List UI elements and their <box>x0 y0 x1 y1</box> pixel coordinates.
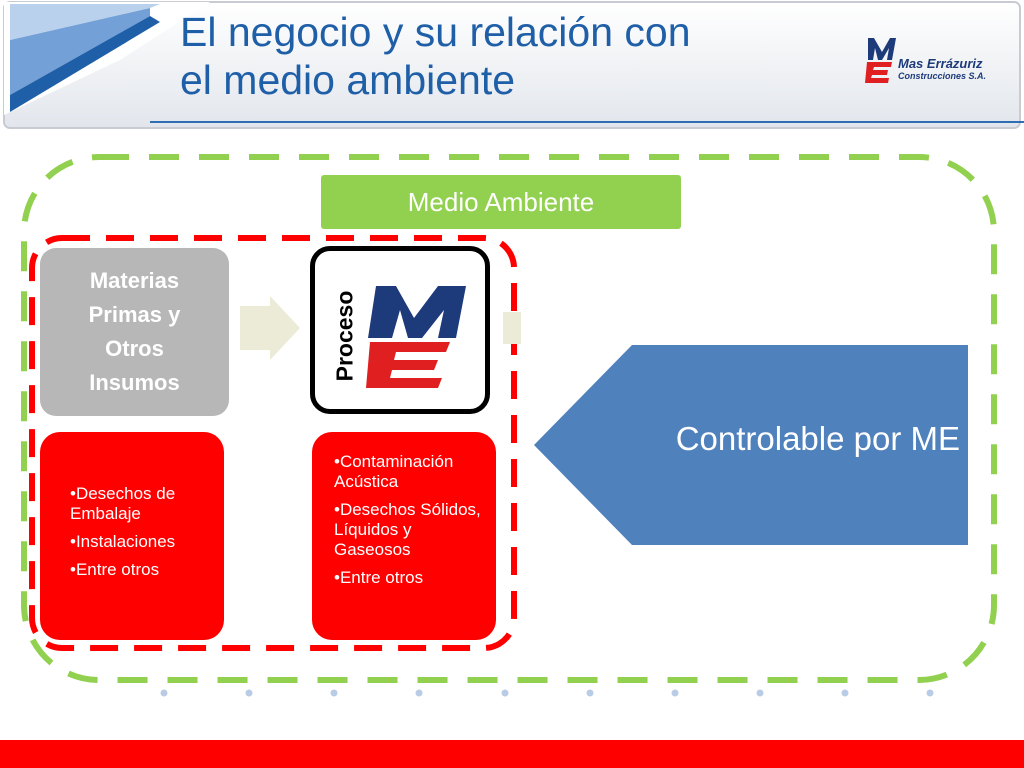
impact-item: •Desechos Sólidos, Líquidos y Gaseosos <box>334 500 481 559</box>
process-label-text: Proceso <box>331 290 358 382</box>
waste-item: •Instalaciones <box>70 532 176 551</box>
bottom-bar <box>0 740 1024 768</box>
page-title: El negocio y su relación con el medio am… <box>180 9 691 103</box>
materials-text: Materias Primas y Otros Insumos <box>88 268 181 395</box>
waste-item: •Entre otros <box>70 560 160 579</box>
impacts-box: •Contaminación Acústica •Desechos Sólido… <box>312 432 496 640</box>
controllable-arrow-shape <box>534 345 968 545</box>
logo-company-name: Mas Errázuriz <box>898 56 983 71</box>
process-label: Proceso <box>330 278 360 394</box>
waste-item: •Desechos de Embalaje <box>70 484 176 523</box>
business-boundary <box>29 235 517 651</box>
me-logo-icon <box>366 286 466 388</box>
impact-item: •Entre otros <box>334 568 424 587</box>
logo-company-subtitle: Construcciones S.A. <box>898 71 987 81</box>
arrow-tail-segment <box>503 312 521 344</box>
flow-arrow-icon <box>240 296 300 360</box>
company-logo-icon <box>865 38 896 83</box>
title-divider <box>150 121 1024 123</box>
waste-box: •Desechos de Embalaje •Instalaciones •En… <box>40 432 224 640</box>
decorative-dots <box>160 689 934 697</box>
impact-item: •Contaminación Acústica <box>334 452 454 491</box>
header-band <box>3 1 1021 129</box>
controllable-label: Controlable por ME <box>675 420 960 457</box>
environment-label: Medio Ambiente <box>321 175 681 229</box>
environment-boundary <box>21 154 997 683</box>
materials-box: Materias Primas y Otros Insumos <box>40 248 229 416</box>
